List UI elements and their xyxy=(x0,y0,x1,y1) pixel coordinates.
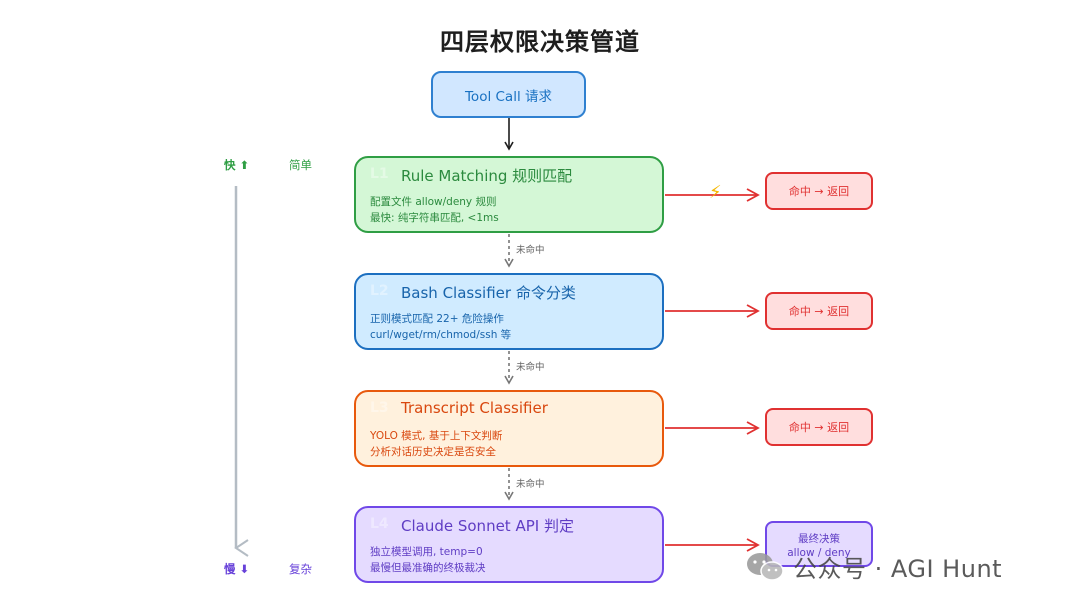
layer-l1-box: L1 Rule Matching 规则匹配 配置文件 allow/deny 规则… xyxy=(354,156,664,233)
diagram-title: 四层权限决策管道 xyxy=(440,28,640,56)
layer-desc: YOLO 模式, 基于上下文判断 xyxy=(370,430,503,442)
lightning-icon: ⚡ xyxy=(709,182,722,203)
layer-l2-box: L2 Bash Classifier 命令分类 正则模式匹配 22+ 危险操作 … xyxy=(354,273,664,350)
layer-name: Bash Classifier 命令分类 xyxy=(401,284,576,302)
layer-number: L4 xyxy=(370,516,389,532)
tool-call-box: Tool Call 请求 xyxy=(431,71,586,118)
layer-name: Transcript Classifier xyxy=(401,399,548,417)
layer-number: L1 xyxy=(370,166,389,182)
tool-call-label: Tool Call 请求 xyxy=(464,88,552,105)
layer-desc: 正则模式匹配 22+ 危险操作 xyxy=(370,313,504,325)
layer-number: L2 xyxy=(370,283,389,299)
layer-desc: curl/wget/rm/chmod/ssh 等 xyxy=(370,329,512,341)
miss-label: 未命中 xyxy=(516,479,545,490)
hit-result-box: 命中 → 返回 xyxy=(765,408,873,446)
layer-name: Rule Matching 规则匹配 xyxy=(401,167,573,185)
hit-result-label: 命中 → 返回 xyxy=(788,185,850,198)
axis-fast-label: 快 ⬆ xyxy=(224,158,250,172)
axis-slow-label: 慢 ⬇ xyxy=(224,562,250,576)
final-decision-title: 最终决策 xyxy=(798,533,840,545)
hit-result-label: 命中 → 返回 xyxy=(788,305,850,318)
layer-desc: 分析对话历史决定是否安全 xyxy=(370,446,496,458)
miss-label: 未命中 xyxy=(516,245,545,256)
watermark-text: 公众号 · AGI Hunt xyxy=(793,555,1003,583)
layer-number: L3 xyxy=(370,400,389,416)
hit-result-box: 命中 → 返回 xyxy=(765,292,873,330)
hit-result-box: 命中 → 返回 xyxy=(765,172,873,210)
layer-desc: 最慢但最准确的终极裁决 xyxy=(370,562,486,574)
final-decision-values: allow / deny xyxy=(787,547,851,559)
layer-desc: 配置文件 allow/deny 规则 xyxy=(370,196,497,208)
miss-label: 未命中 xyxy=(516,362,545,373)
axis-simple-label: 简单 xyxy=(289,158,312,172)
final-decision-box: 最终决策 allow / deny xyxy=(765,521,873,567)
hit-result-label: 命中 → 返回 xyxy=(788,421,850,434)
layer-name: Claude Sonnet API 判定 xyxy=(401,517,574,535)
layer-l3-box: L3 Transcript Classifier YOLO 模式, 基于上下文判… xyxy=(354,390,664,467)
watermark: 公众号 · AGI Hunt xyxy=(745,549,1002,584)
axis-complex-label: 复杂 xyxy=(289,562,312,576)
layer-l4-box: L4 Claude Sonnet API 判定 独立模型调用, temp=0 最… xyxy=(354,506,664,583)
layer-desc: 独立模型调用, temp=0 xyxy=(370,546,483,558)
wechat-icon xyxy=(747,552,784,581)
layer-desc: 最快: 纯字符串匹配, <1ms xyxy=(370,212,499,224)
